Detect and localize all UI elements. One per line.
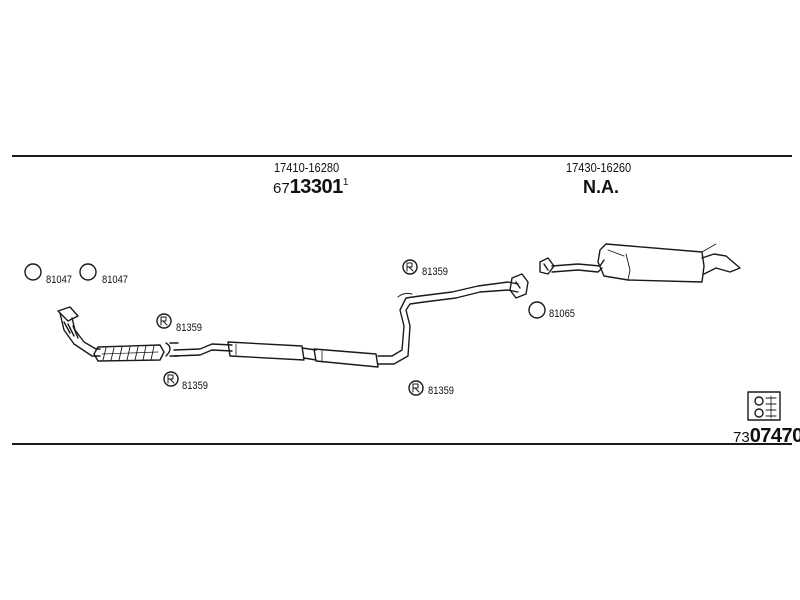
right-code: N.A. xyxy=(583,177,619,197)
bolt-callout-label: 81359 xyxy=(428,385,455,397)
gasket-callout-label: 81065 xyxy=(549,308,576,320)
bolt-callout-label: 81359 xyxy=(182,380,209,392)
left-part-number: 17410-16280 xyxy=(274,160,340,175)
rear-intermediate-pipe[interactable] xyxy=(377,281,519,365)
kit-code: 07470 xyxy=(749,425,800,447)
bolt-icon xyxy=(156,313,172,329)
flex-pipe[interactable] xyxy=(93,344,165,362)
bolt-callout-label: 81359 xyxy=(422,266,449,278)
bolt-icon xyxy=(408,380,424,396)
bolt-callout-label: 81359 xyxy=(176,322,203,334)
rear-flange[interactable] xyxy=(509,273,529,299)
center-muffler[interactable] xyxy=(227,341,379,368)
front-pipe[interactable] xyxy=(57,306,101,357)
rear-muffler[interactable] xyxy=(539,243,741,283)
washer-icon xyxy=(528,301,546,319)
left-code-prefix: 67 xyxy=(273,180,290,197)
top-rule xyxy=(12,155,792,157)
clamp-callout-label: 81047 xyxy=(102,274,129,286)
left-code-main: 13301 xyxy=(289,176,344,198)
washer-icon xyxy=(79,263,97,281)
bolt-icon xyxy=(163,371,179,387)
left-code: 67133011 xyxy=(273,176,348,199)
kit-number: 7307470 xyxy=(733,425,800,448)
right-part-number: 17430-16260 xyxy=(566,160,632,175)
left-code-suffix: 1 xyxy=(342,177,349,188)
bolt-icon xyxy=(402,259,418,275)
kit-prefix: 73 xyxy=(733,429,750,446)
bottom-rule xyxy=(12,443,792,445)
washer-icon xyxy=(24,263,42,281)
mounting-kit-icon xyxy=(747,391,781,421)
clamp-callout-label: 81047 xyxy=(46,274,73,286)
front-intermediate-pipe[interactable] xyxy=(173,343,233,357)
